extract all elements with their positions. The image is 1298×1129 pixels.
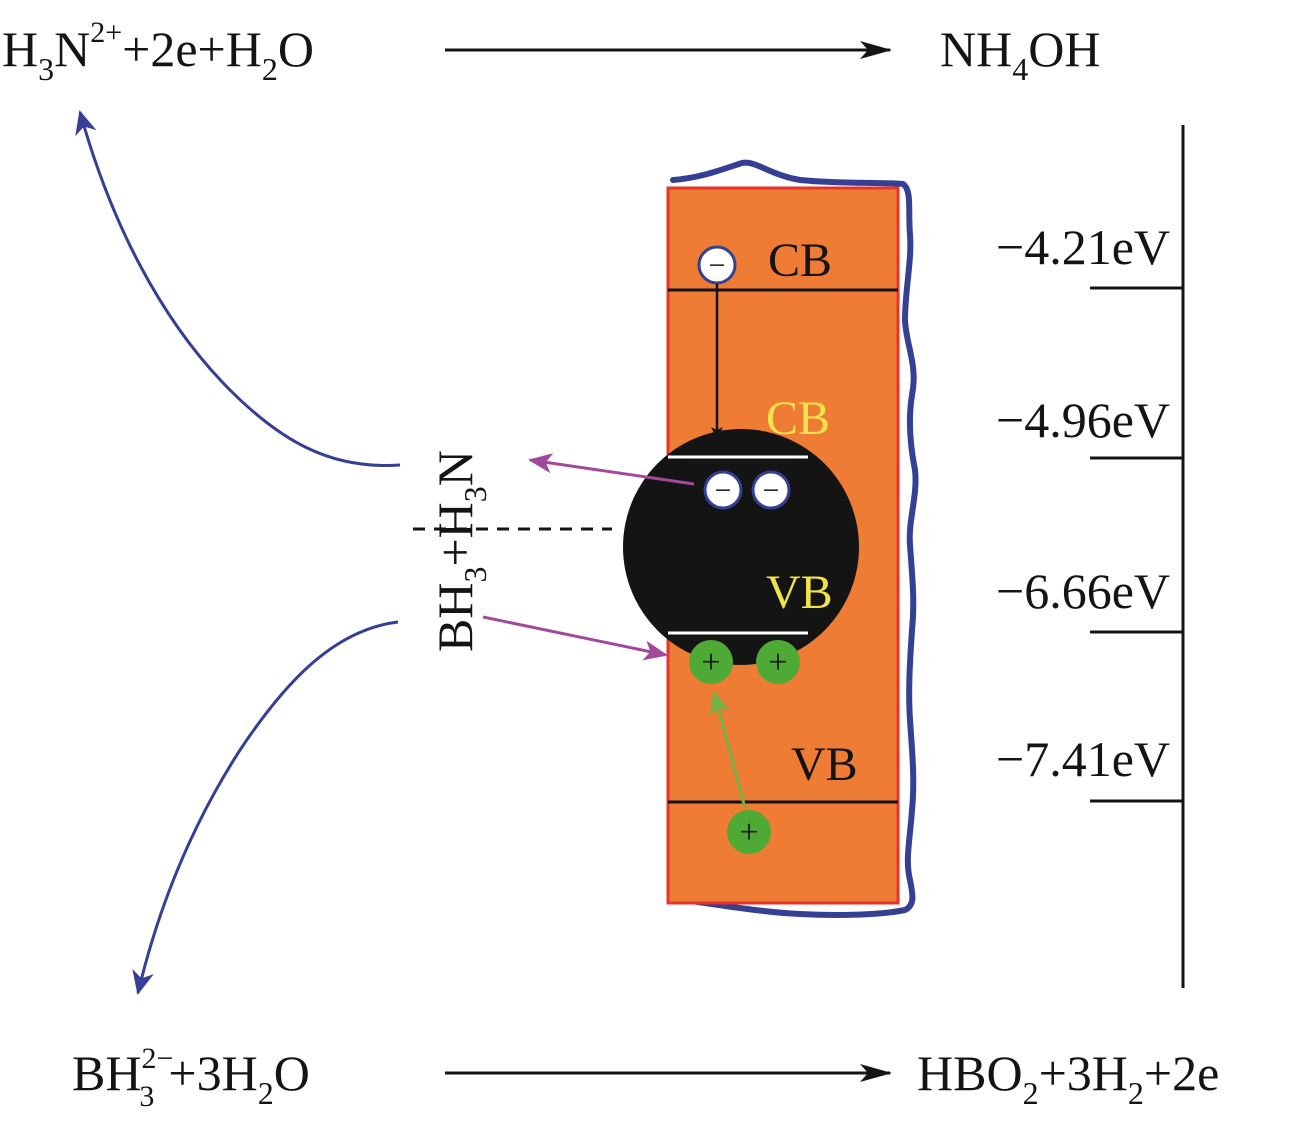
energy-label: −4.96eV: [996, 392, 1170, 448]
inner-cb-label: CB: [766, 392, 830, 445]
reduction-curve-arrow: [132, 620, 399, 995]
reaction-top-left: H3N2++2e+H2O: [2, 16, 314, 87]
quantum-dot: [623, 429, 859, 665]
reaction-top-right: NH4OH: [940, 21, 1100, 87]
energy-label: −7.41eV: [996, 731, 1170, 787]
oxidation-curve-arrow: [75, 110, 401, 468]
hole-transfer-arrow: [710, 690, 747, 809]
hole-outer-vb: [727, 810, 771, 854]
molecule-to-hole-arrow: [482, 615, 668, 661]
reaction-bottom-left: BH2−3+3H2O: [72, 1042, 310, 1113]
hole-vb-2: [756, 640, 800, 684]
hole-symbol: +: [739, 814, 758, 851]
inner-vb-label: VB: [766, 566, 833, 619]
electron-symbol: −: [763, 474, 780, 507]
energy-label: −4.21eV: [996, 219, 1170, 275]
electron-excited: [697, 245, 737, 285]
molecule-label: BH3+H3N: [427, 450, 493, 652]
electron-to-molecule-arrow: [528, 453, 695, 486]
outer-cb-label: CB: [768, 234, 832, 287]
electron-symbol: −: [709, 249, 726, 282]
reaction-bottom-right: HBO2+3H2+2e: [917, 1045, 1219, 1111]
outer-vb-label: VB: [791, 738, 858, 791]
hole-symbol: +: [701, 644, 720, 681]
hole-symbol: +: [768, 644, 787, 681]
semiconductor-outline: [670, 159, 919, 918]
electron-cb-2: [751, 470, 791, 510]
electron-symbol: −: [715, 474, 732, 507]
energy-label: −6.66eV: [996, 563, 1170, 619]
electron-cb-1: [703, 470, 743, 510]
hole-vb-1: [689, 640, 733, 684]
